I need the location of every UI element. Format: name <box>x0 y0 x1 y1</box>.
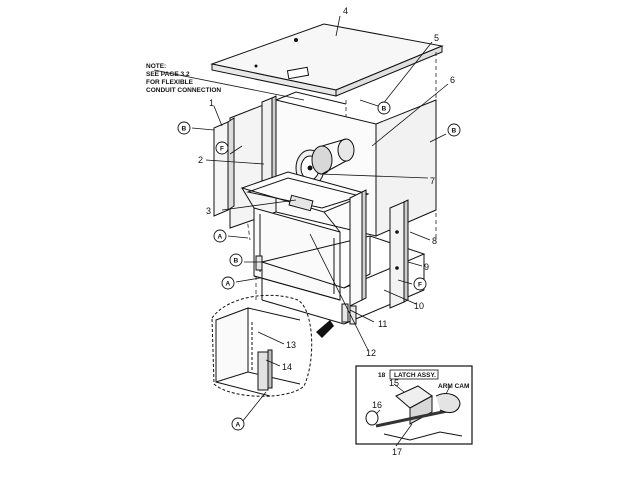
right-side-rail <box>389 199 409 309</box>
callout-3: 3 <box>206 206 211 216</box>
top-panel <box>210 23 444 97</box>
ref-b-right: B <box>447 123 461 137</box>
note-line-3: FOR FLEXIBLE <box>146 79 194 86</box>
note-line-1: NOTE: <box>146 63 166 70</box>
callout-6: 6 <box>450 75 455 85</box>
svg-text:F: F <box>418 282 422 289</box>
latch-assembly-inset <box>355 365 473 445</box>
ref-b-lower: B <box>229 253 243 267</box>
callout-2: 2 <box>198 155 203 165</box>
svg-text:B: B <box>452 128 457 135</box>
callout-9: 9 <box>424 262 429 272</box>
left-side-rail <box>213 117 235 217</box>
vertical-bracket <box>261 95 277 187</box>
note-line-2: SEE PAGE 3.2 <box>146 71 190 78</box>
inset-labels: 18 LATCH ASSY. ARM CAM <box>378 372 469 390</box>
svg-text:B: B <box>234 258 239 265</box>
ref-f-left: F <box>215 141 229 155</box>
svg-text:A: A <box>226 281 231 288</box>
callout-17: 17 <box>392 447 402 457</box>
callout-8: 8 <box>432 236 437 246</box>
arm-cam-label: ARM CAM <box>438 383 469 390</box>
inset-number: 18 <box>378 372 386 379</box>
right-panel <box>349 189 367 307</box>
callout-16: 16 <box>372 400 382 410</box>
svg-text:A: A <box>218 234 223 241</box>
svg-text:A: A <box>236 422 241 429</box>
ref-b-top: B <box>377 101 391 115</box>
ref-f-right: F <box>413 277 427 291</box>
ref-a-upper: A <box>213 229 227 243</box>
note-text: NOTE: SEE PAGE 3.2 FOR FLEXIBLE CONDUIT … <box>146 63 221 94</box>
tub-frame <box>240 171 370 301</box>
ref-b-left: B <box>177 121 191 135</box>
callout-4: 4 <box>343 6 348 16</box>
leader-lines <box>153 15 451 447</box>
callout-14: 14 <box>282 362 292 372</box>
callout-1: 1 <box>209 98 214 108</box>
callout-13: 13 <box>286 340 296 350</box>
svg-text:B: B <box>182 126 187 133</box>
inset-title: LATCH ASSY. <box>394 372 436 379</box>
ref-a-detail: A <box>231 417 245 431</box>
callout-10: 10 <box>414 301 424 311</box>
callout-12: 12 <box>366 348 376 358</box>
callout-5: 5 <box>434 33 439 43</box>
ref-a-lower: A <box>221 276 235 290</box>
detail-arrow <box>316 320 334 338</box>
callout-7: 7 <box>430 176 435 186</box>
note-line-4: CONDUIT CONNECTION <box>146 87 221 94</box>
callout-15: 15 <box>389 378 399 388</box>
svg-text:B: B <box>382 106 387 113</box>
svg-text:F: F <box>220 146 224 153</box>
detail-view <box>211 294 313 397</box>
callout-11: 11 <box>378 319 387 329</box>
callout-numbers: 4 5 6 1 2 7 3 8 9 10 11 12 13 14 15 16 1… <box>198 6 455 457</box>
circle-refs: B B B F A B A F <box>177 101 461 431</box>
